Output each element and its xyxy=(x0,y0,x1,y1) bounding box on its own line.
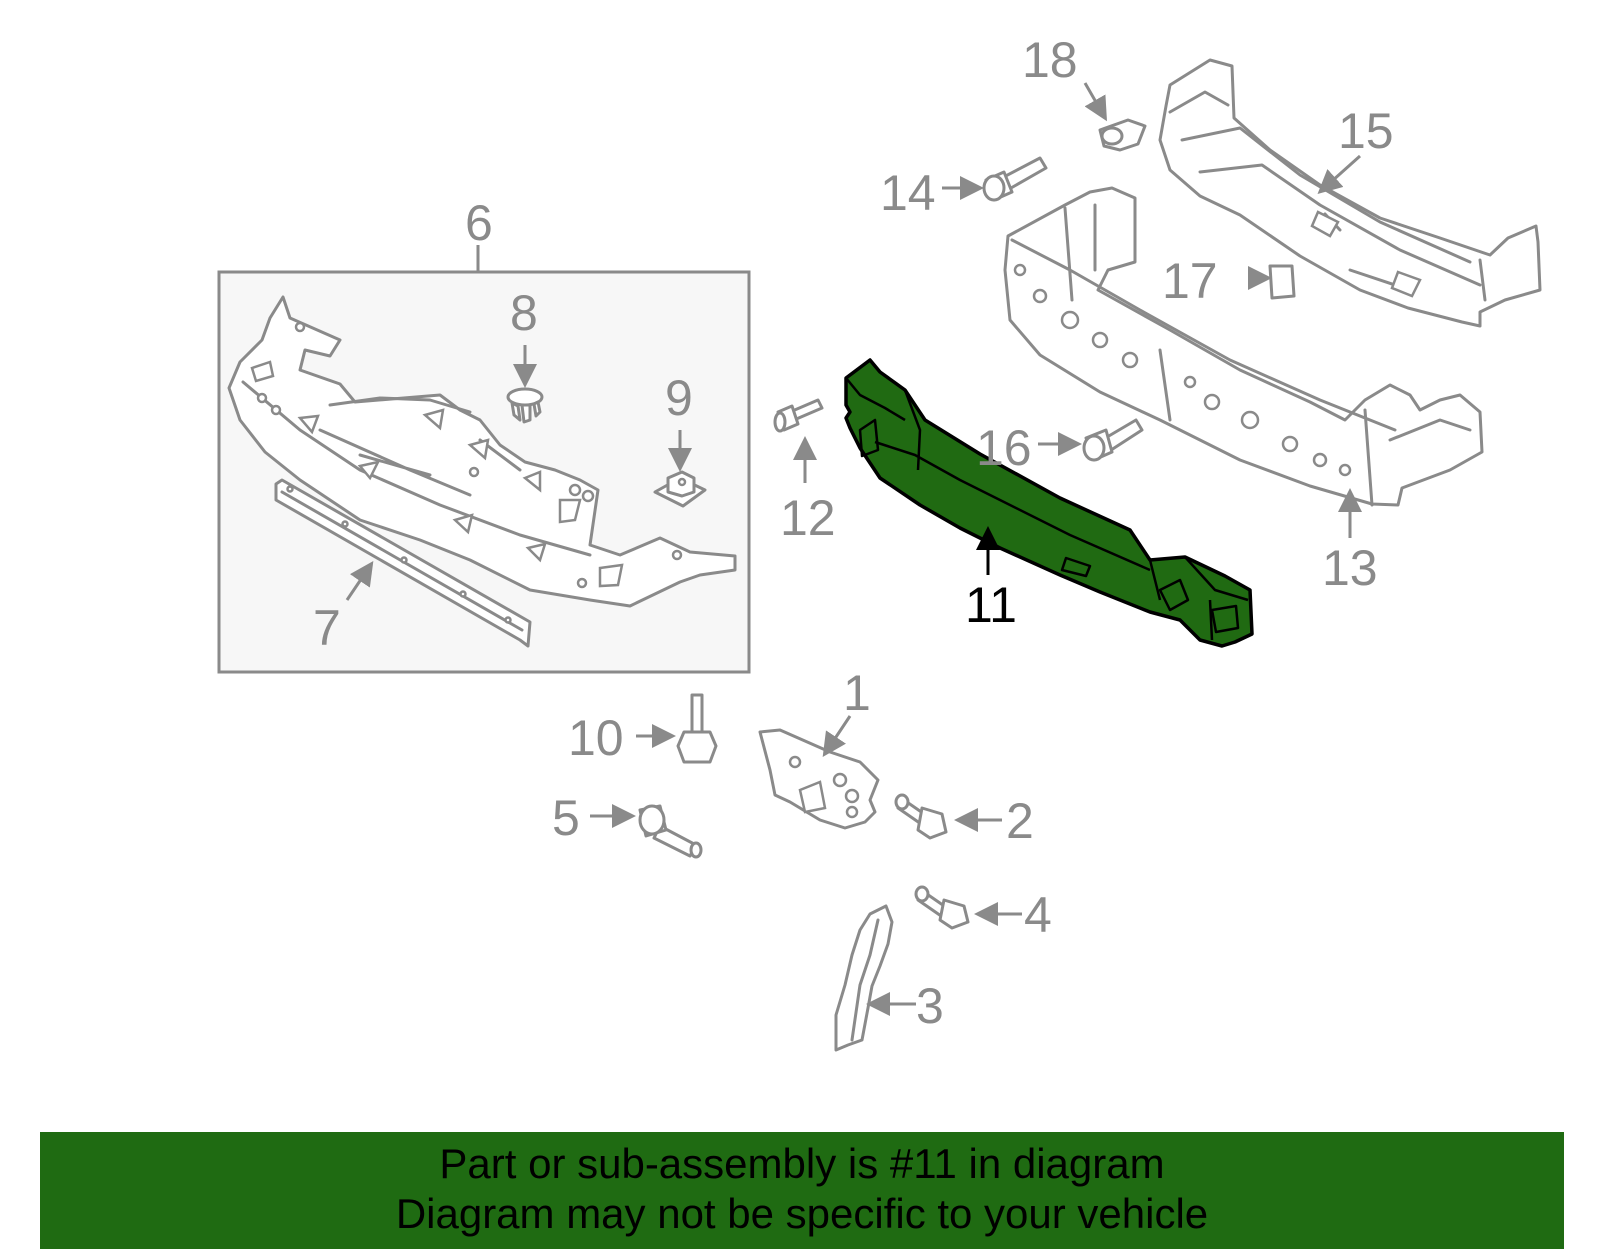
part-15-absorber xyxy=(1158,58,1542,328)
callout-8: 8 xyxy=(510,285,538,341)
part-9-nut xyxy=(653,470,707,508)
callout-5: 5 xyxy=(552,790,580,846)
part-1-bracket xyxy=(758,728,880,830)
part-3-deflector xyxy=(834,904,894,1052)
leader-15 xyxy=(1317,154,1362,195)
part-2-bolt xyxy=(894,793,948,840)
callout-11: 11 xyxy=(965,577,1017,633)
callout-15: 15 xyxy=(1338,103,1394,159)
footer-banner: Part or sub-assembly is #11 in diagram D… xyxy=(40,1132,1564,1249)
leader-18 xyxy=(1083,82,1107,122)
callout-3: 3 xyxy=(916,978,944,1034)
part-16-bolt xyxy=(1082,418,1144,462)
part-4-bolt xyxy=(914,885,970,930)
callout-12: 12 xyxy=(780,490,836,546)
callout-1: 1 xyxy=(843,665,871,721)
part-13-reinforcement xyxy=(1003,186,1484,507)
callout-7: 7 xyxy=(313,600,341,656)
callout-13: 13 xyxy=(1322,540,1378,596)
part-5-bolt xyxy=(638,804,703,859)
callout-10: 10 xyxy=(568,710,624,766)
part-14-bolt xyxy=(982,156,1048,202)
callout-4: 4 xyxy=(1024,887,1052,943)
callout-18: 18 xyxy=(1022,32,1078,88)
footer-line-1: Part or sub-assembly is #11 in diagram xyxy=(439,1140,1165,1187)
footer-line-2: Diagram may not be specific to your vehi… xyxy=(395,1190,1209,1237)
callout-16: 16 xyxy=(976,420,1032,476)
callout-6: 6 xyxy=(465,195,493,251)
part-8-clip xyxy=(506,387,544,424)
callout-14: 14 xyxy=(880,165,936,221)
part-10-bolt xyxy=(676,693,718,764)
part-18-clip xyxy=(1098,118,1147,152)
leader-1 xyxy=(822,715,852,757)
part-12-bolt xyxy=(773,398,824,433)
part-17-pad xyxy=(1268,264,1296,300)
part-11-bumper-bar[interactable] xyxy=(844,358,1254,648)
callout-9: 9 xyxy=(665,370,693,426)
callout-2: 2 xyxy=(1006,793,1034,849)
part-7-strip xyxy=(274,478,532,648)
leader-7 xyxy=(345,561,374,601)
part-6-shield xyxy=(227,295,737,608)
callout-17: 17 xyxy=(1162,253,1218,309)
